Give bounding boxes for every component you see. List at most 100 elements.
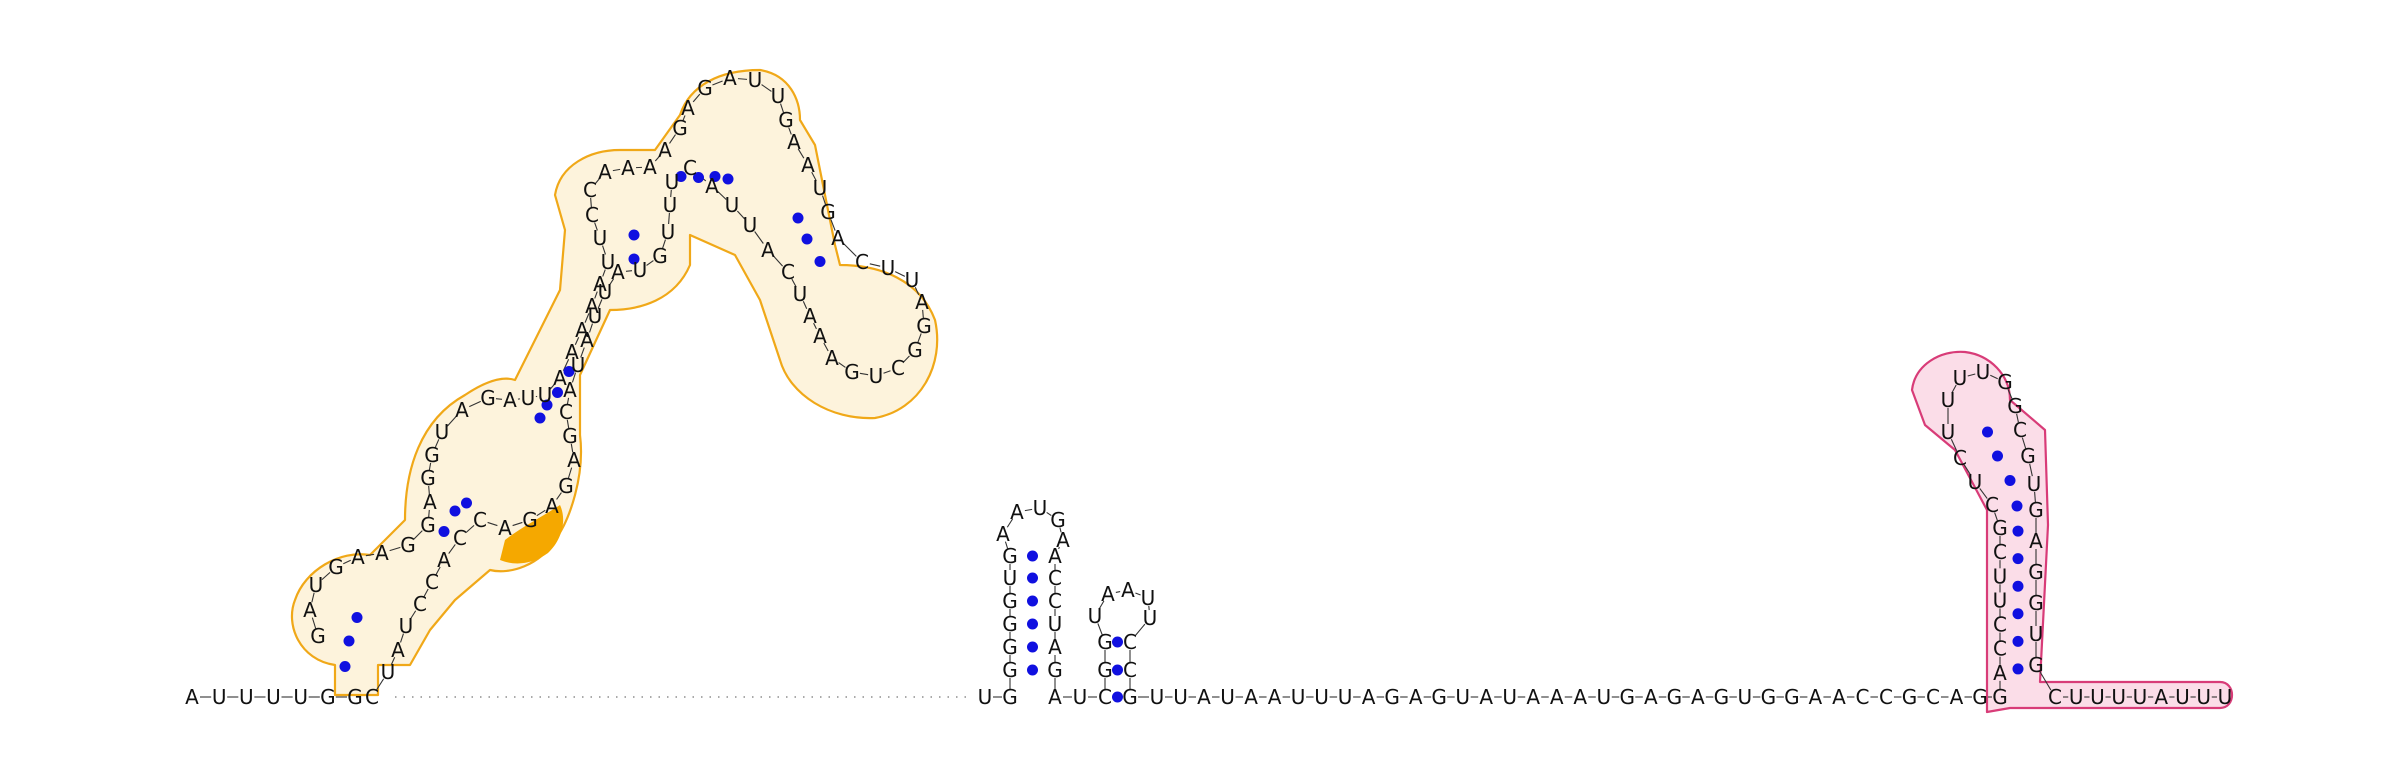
nucleotide-a: A	[705, 174, 719, 198]
nucleotide-u: U	[869, 364, 884, 388]
nucleotide-c: C	[1098, 685, 1112, 709]
base-pair-dot	[552, 387, 563, 398]
nucleotide-a: A	[1644, 685, 1658, 709]
nucleotide-u: U	[2133, 685, 2148, 709]
nucleotide-c: C	[413, 592, 427, 616]
nucleotide-g: G	[1002, 658, 1018, 682]
backbone-link	[428, 462, 432, 471]
nucleotide-g: G	[1902, 685, 1918, 709]
nucleotide-u: U	[521, 386, 536, 410]
nucleotide-g: G	[2028, 653, 2044, 677]
nucleotide-a: A	[503, 388, 517, 412]
nucleotide-u: U	[1968, 470, 1983, 494]
backbone-link	[311, 617, 317, 629]
backbone-link	[365, 553, 375, 557]
nucleotide-a: A	[598, 160, 612, 184]
backbone-link	[487, 521, 498, 527]
nucleotide-g: G	[1002, 685, 1018, 709]
nucleotide-g: G	[522, 508, 538, 532]
nucleotide-u: U	[2175, 685, 2190, 709]
nucleotide-a: A	[1993, 661, 2007, 685]
base-pair-dot	[1112, 691, 1123, 703]
nucleotide-u: U	[1502, 685, 1517, 709]
nucleotide-u: U	[813, 176, 828, 200]
backbone-link	[469, 400, 481, 408]
base-pair-dot	[1992, 450, 2003, 462]
nucleotide-g: G	[1714, 685, 1730, 709]
nucleotide-u: U	[2027, 472, 2042, 496]
nucleotide-a: A	[611, 260, 625, 284]
nucleotide-u: U	[1738, 685, 1753, 709]
backbone-link	[1979, 488, 1988, 499]
backbone-link	[736, 210, 746, 220]
nucleotide-g: G	[1002, 544, 1018, 568]
base-pair-dot	[541, 399, 553, 411]
nucleotide-u: U	[1291, 685, 1306, 709]
nucleotide-u: U	[538, 383, 553, 407]
nucleotide-u: U	[748, 68, 763, 92]
nucleotide-g: G	[2007, 394, 2023, 418]
base-pair-dot	[343, 635, 355, 647]
backbone-link	[448, 544, 456, 554]
nucleotide-a: A	[1950, 685, 1964, 709]
base-pair-dot	[709, 171, 721, 182]
backbone-link	[894, 271, 906, 277]
nucleotide-u: U	[266, 685, 281, 709]
nucleotide-u: U	[663, 193, 678, 217]
backbone-link	[1967, 373, 1976, 377]
nucleotide-u: U	[212, 685, 227, 709]
backbone-link	[343, 559, 351, 565]
nucleotide-a: A	[575, 318, 589, 342]
nucleotide-a: A	[567, 448, 581, 472]
base-pair-dot	[1027, 572, 1038, 584]
nucleotide-c: C	[583, 178, 597, 202]
nucleotide-a: A	[658, 138, 672, 162]
nucleotide-a: A	[1362, 685, 1376, 709]
base-pair-dot	[1027, 618, 1038, 630]
nucleotide-c: C	[1123, 658, 1137, 682]
nucleotide-c: C	[1855, 685, 1869, 709]
backbone-link	[566, 419, 570, 429]
nucleotide-a: A	[1409, 685, 1423, 709]
nucleotide-u: U	[1338, 685, 1353, 709]
backbone-link	[580, 347, 585, 358]
nucleotide-u: U	[771, 84, 786, 108]
nucleotide-g: G	[310, 624, 326, 648]
backbone-link	[446, 415, 458, 427]
backbone-link	[594, 177, 601, 185]
nucleotide-a: A	[185, 685, 199, 709]
backbone-link	[1004, 541, 1009, 549]
backbone-link	[2016, 413, 2019, 423]
nucleotide-a: A	[593, 272, 607, 296]
base-pair-dot	[2012, 525, 2024, 537]
nucleotide-g: G	[347, 685, 363, 709]
nucleotide-u: U	[601, 250, 616, 274]
nucleotide-a: A	[1197, 685, 1211, 709]
nucleotide-u: U	[435, 420, 450, 444]
nucleotide-c: C	[1048, 566, 1062, 590]
nucleotide-a: A	[1832, 685, 1846, 709]
backbone-link	[843, 243, 857, 257]
base-pair-dot	[339, 661, 351, 672]
nucleotide-a: A	[1479, 685, 1493, 709]
nucleotide-c: C	[425, 570, 439, 594]
nucleotide-a: A	[643, 155, 657, 179]
backbone-link	[668, 212, 670, 225]
backbone-link	[811, 171, 817, 182]
base-pair-dot	[2012, 663, 2024, 675]
backbone-link	[597, 299, 603, 309]
nucleotide-u: U	[1150, 685, 1165, 709]
backbone-link	[435, 566, 441, 576]
nucleotide-g: G	[2020, 444, 2036, 468]
backbone-link	[791, 278, 797, 288]
backbone-link	[737, 78, 748, 80]
nucleotide-u: U	[381, 660, 396, 684]
nucleotide-u: U	[2196, 685, 2211, 709]
nucleotide-c: C	[1993, 637, 2007, 661]
base-pair-dot	[534, 412, 546, 424]
nucleotide-u: U	[1976, 360, 1991, 384]
nucleotide-g: G	[328, 555, 344, 579]
backbone-link	[567, 467, 573, 479]
